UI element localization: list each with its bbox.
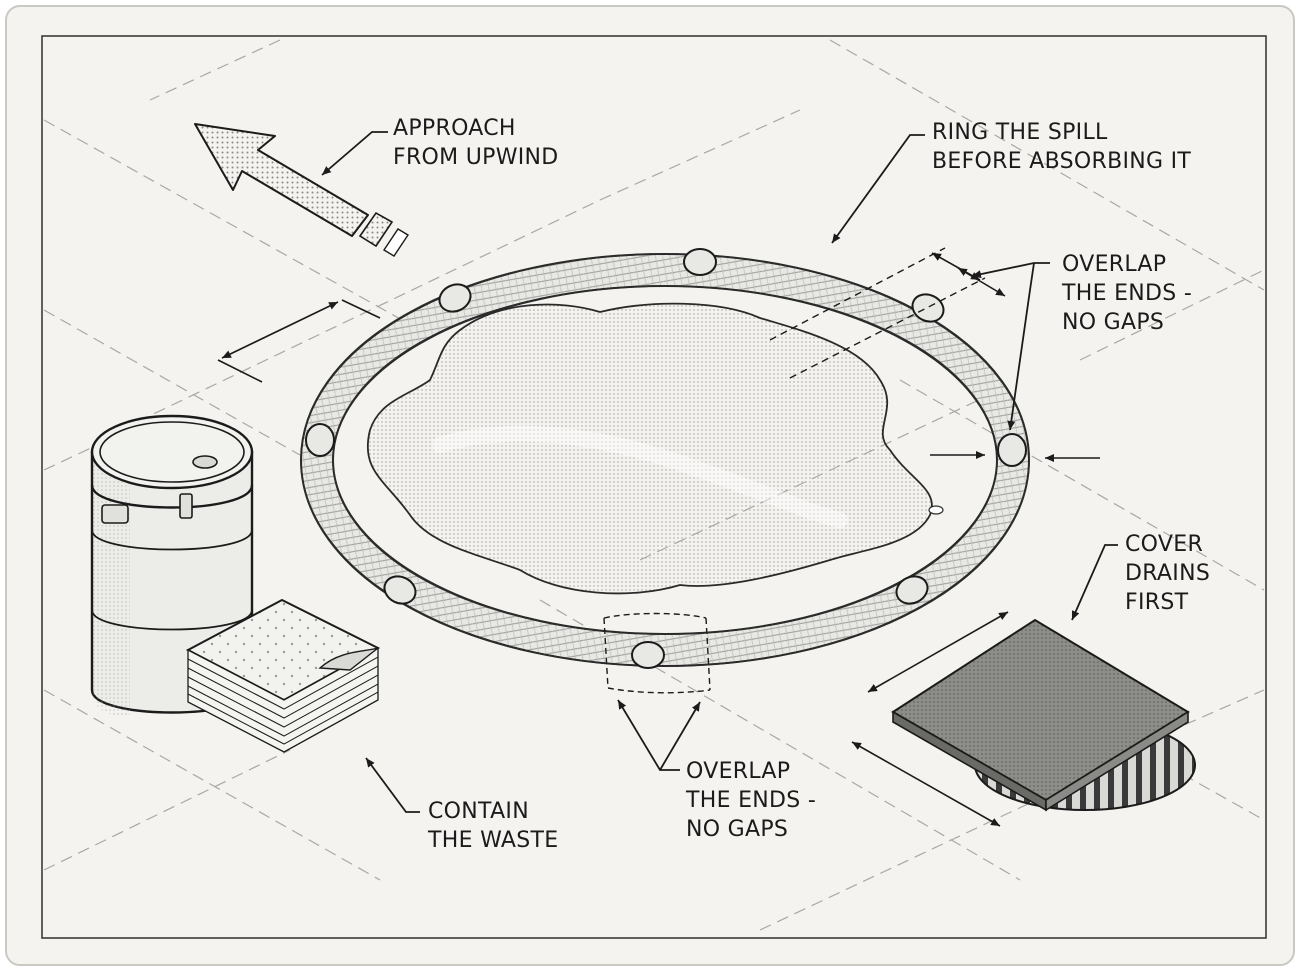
callout-line: BEFORE ABSORBING IT xyxy=(932,149,1192,174)
callout-line: APPROACH xyxy=(393,116,516,141)
callout-line: THE WASTE xyxy=(428,828,559,853)
callout-line: NO GAPS xyxy=(1062,310,1165,335)
callout-leaders xyxy=(321,131,1118,813)
absorbent-pads-icon xyxy=(185,598,381,753)
callout-line: CONTAIN xyxy=(428,799,529,824)
callout-cover-drains-first: COVER DRAINS FIRST xyxy=(1125,530,1210,617)
callout-line: FROM UPWIND xyxy=(393,145,559,170)
wind-arrow-icon xyxy=(194,123,409,257)
spill-puddle xyxy=(366,302,944,595)
callout-line: FIRST xyxy=(1125,590,1189,615)
overlap-guide-lines xyxy=(769,247,986,379)
callout-contain-the-waste: CONTAIN THE WASTE xyxy=(428,797,558,855)
dimension-arrows xyxy=(217,252,1100,827)
callout-line: THE ENDS - xyxy=(1062,281,1193,306)
callout-line: NO GAPS xyxy=(686,817,789,842)
absorbent-boom-ring xyxy=(300,248,1030,669)
callout-line: OVERLAP xyxy=(686,759,791,784)
callout-line: OVERLAP xyxy=(1062,252,1167,277)
callout-line: DRAINS xyxy=(1125,561,1211,586)
callout-ring-the-spill: RING THE SPILL BEFORE ABSORBING IT xyxy=(932,118,1191,176)
callout-overlap-ends-bottom: OVERLAP THE ENDS - NO GAPS xyxy=(686,757,816,844)
overlap-detail-marker xyxy=(603,612,711,694)
callout-overlap-ends-top: OVERLAP THE ENDS - NO GAPS xyxy=(1062,250,1192,337)
callout-line: THE ENDS - xyxy=(686,788,817,813)
callout-line: RING THE SPILL xyxy=(932,120,1108,145)
callout-line: COVER xyxy=(1125,532,1204,557)
callout-approach-from-upwind: APPROACH FROM UPWIND xyxy=(393,114,559,172)
